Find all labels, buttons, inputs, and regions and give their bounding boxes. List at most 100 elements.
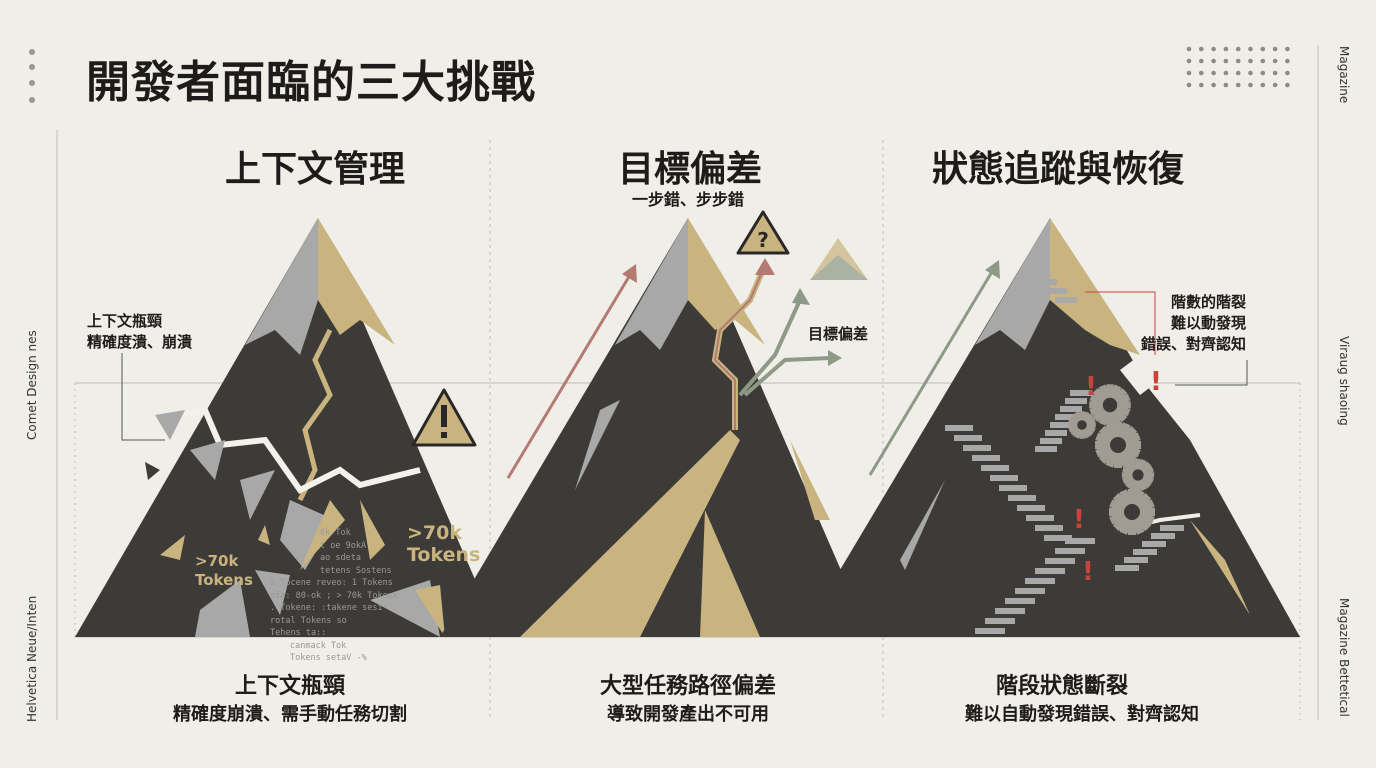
token-log-line: ao sdeta	[320, 553, 361, 563]
gear-icon	[1089, 384, 1131, 426]
caption-goal-sub: 導致開發產出不可用	[607, 704, 769, 725]
token-label-large: >70k Tokens	[407, 522, 480, 566]
side-label: Magazine Bettetical	[1337, 598, 1351, 717]
trend-arrow	[868, 269, 995, 476]
stair-step	[1015, 588, 1045, 594]
callout-line	[121, 353, 165, 441]
side-label: Magazine	[1337, 46, 1351, 104]
mountain-context	[75, 218, 500, 637]
stair-step	[981, 465, 1009, 471]
stair-step	[1070, 390, 1092, 396]
stair-step	[985, 618, 1015, 624]
gear-icon	[1109, 489, 1155, 535]
dot	[1260, 46, 1266, 52]
heading-context: 上下文管理	[224, 149, 406, 190]
note-line: 錯誤、對齊認知	[1140, 335, 1246, 353]
mountain-goal	[440, 218, 870, 637]
dot	[1223, 70, 1229, 76]
stair-step	[1045, 288, 1067, 294]
dot	[1199, 70, 1204, 76]
heading-goal: 目標偏差	[617, 149, 763, 190]
token-unit: Tokens	[407, 544, 481, 566]
gear-icon	[1095, 422, 1141, 468]
note-line: 難以動發現	[1170, 314, 1246, 332]
caption-context: 上下文瓶頸	[234, 674, 346, 699]
stair-step	[1151, 533, 1175, 539]
dot	[1211, 46, 1216, 52]
dot	[1272, 70, 1278, 76]
token-unit: Tokens	[195, 571, 253, 589]
stair-step	[1025, 270, 1047, 276]
stair-step	[1142, 541, 1166, 547]
dot	[1272, 82, 1278, 88]
dot-column	[29, 49, 35, 103]
stair-step	[1026, 515, 1054, 521]
stair-step	[1050, 422, 1072, 428]
stair-step	[945, 425, 973, 431]
dot	[1199, 82, 1204, 88]
dot	[1235, 58, 1241, 64]
token-value: >70k	[407, 522, 462, 544]
dot	[1211, 70, 1216, 76]
stair-step	[1045, 430, 1067, 436]
dot	[1260, 70, 1266, 76]
gear-icon	[1121, 458, 1155, 492]
stair-step	[999, 485, 1027, 491]
caption-goal: 大型任務路徑偏差	[599, 674, 777, 699]
stair-step	[1160, 525, 1184, 531]
stair-step	[1060, 406, 1082, 412]
stair-step	[1040, 438, 1062, 444]
note-line: 上下文瓶頸	[87, 312, 163, 330]
token-log-line: s Tocene reveo: 1 Tokens	[270, 578, 393, 588]
dot	[1235, 70, 1241, 76]
dot	[1248, 82, 1253, 88]
token-log-line: 0k Tok	[320, 528, 351, 538]
token-label: >70k Tokens	[195, 552, 253, 590]
note-goal: 目標偏差	[808, 325, 869, 343]
note-state: 階數的階裂 難以動發現 錯誤、對齊認知	[1141, 292, 1246, 355]
stair-step	[1035, 525, 1063, 531]
dot	[1223, 82, 1229, 88]
stair-step	[1065, 538, 1095, 544]
svg-text:?: ?	[757, 228, 769, 252]
token-log-line: tetens Sostens	[320, 565, 392, 576]
token-log-line: t oe 9okA	[320, 540, 367, 551]
token-log-line: Tokens setaV -%	[290, 653, 367, 663]
staircase	[945, 270, 1184, 634]
dot	[1199, 46, 1204, 52]
caption-state: 階段狀態斷裂	[995, 674, 1129, 699]
token-log-line: ofa: 80-ok ; > 70k Tokens	[270, 590, 398, 601]
token-log-line: rotal Tokens so	[270, 615, 347, 626]
dot	[1285, 46, 1290, 52]
dot	[1186, 58, 1192, 64]
stair-step	[1055, 414, 1077, 420]
dot	[1186, 46, 1192, 52]
stair-step	[963, 445, 991, 451]
blurred-peak-icon	[810, 238, 868, 280]
stair-step	[954, 435, 982, 441]
dot	[1211, 82, 1216, 88]
caption-context-sub: 精確度崩潰、需手動任務切割	[173, 704, 407, 725]
stair-step	[1035, 446, 1057, 452]
dot	[1235, 46, 1241, 52]
dot	[1186, 82, 1192, 88]
stair-step	[1133, 549, 1157, 555]
svg-text:!: !	[1150, 367, 1162, 397]
svg-text:!: !	[1085, 372, 1097, 402]
stair-step	[1035, 568, 1065, 574]
dot	[1248, 58, 1253, 64]
heading-state: 狀態追蹤與恢復	[931, 149, 1185, 190]
stair-step	[1045, 558, 1075, 564]
svg-text:!: !	[1073, 505, 1085, 535]
dot	[1199, 58, 1204, 64]
stair-step	[990, 475, 1018, 481]
dot	[1285, 70, 1290, 76]
dot	[1235, 82, 1241, 88]
token-log-line: Tehens ta::	[270, 628, 327, 638]
token-log-line: . Tokene: :takene sesi	[270, 603, 383, 613]
dot	[1260, 58, 1266, 64]
stair-step	[1124, 557, 1148, 563]
note-line: 階數的階裂	[1170, 293, 1246, 311]
stair-step	[1055, 297, 1077, 303]
svg-text:!: !	[1082, 557, 1094, 587]
